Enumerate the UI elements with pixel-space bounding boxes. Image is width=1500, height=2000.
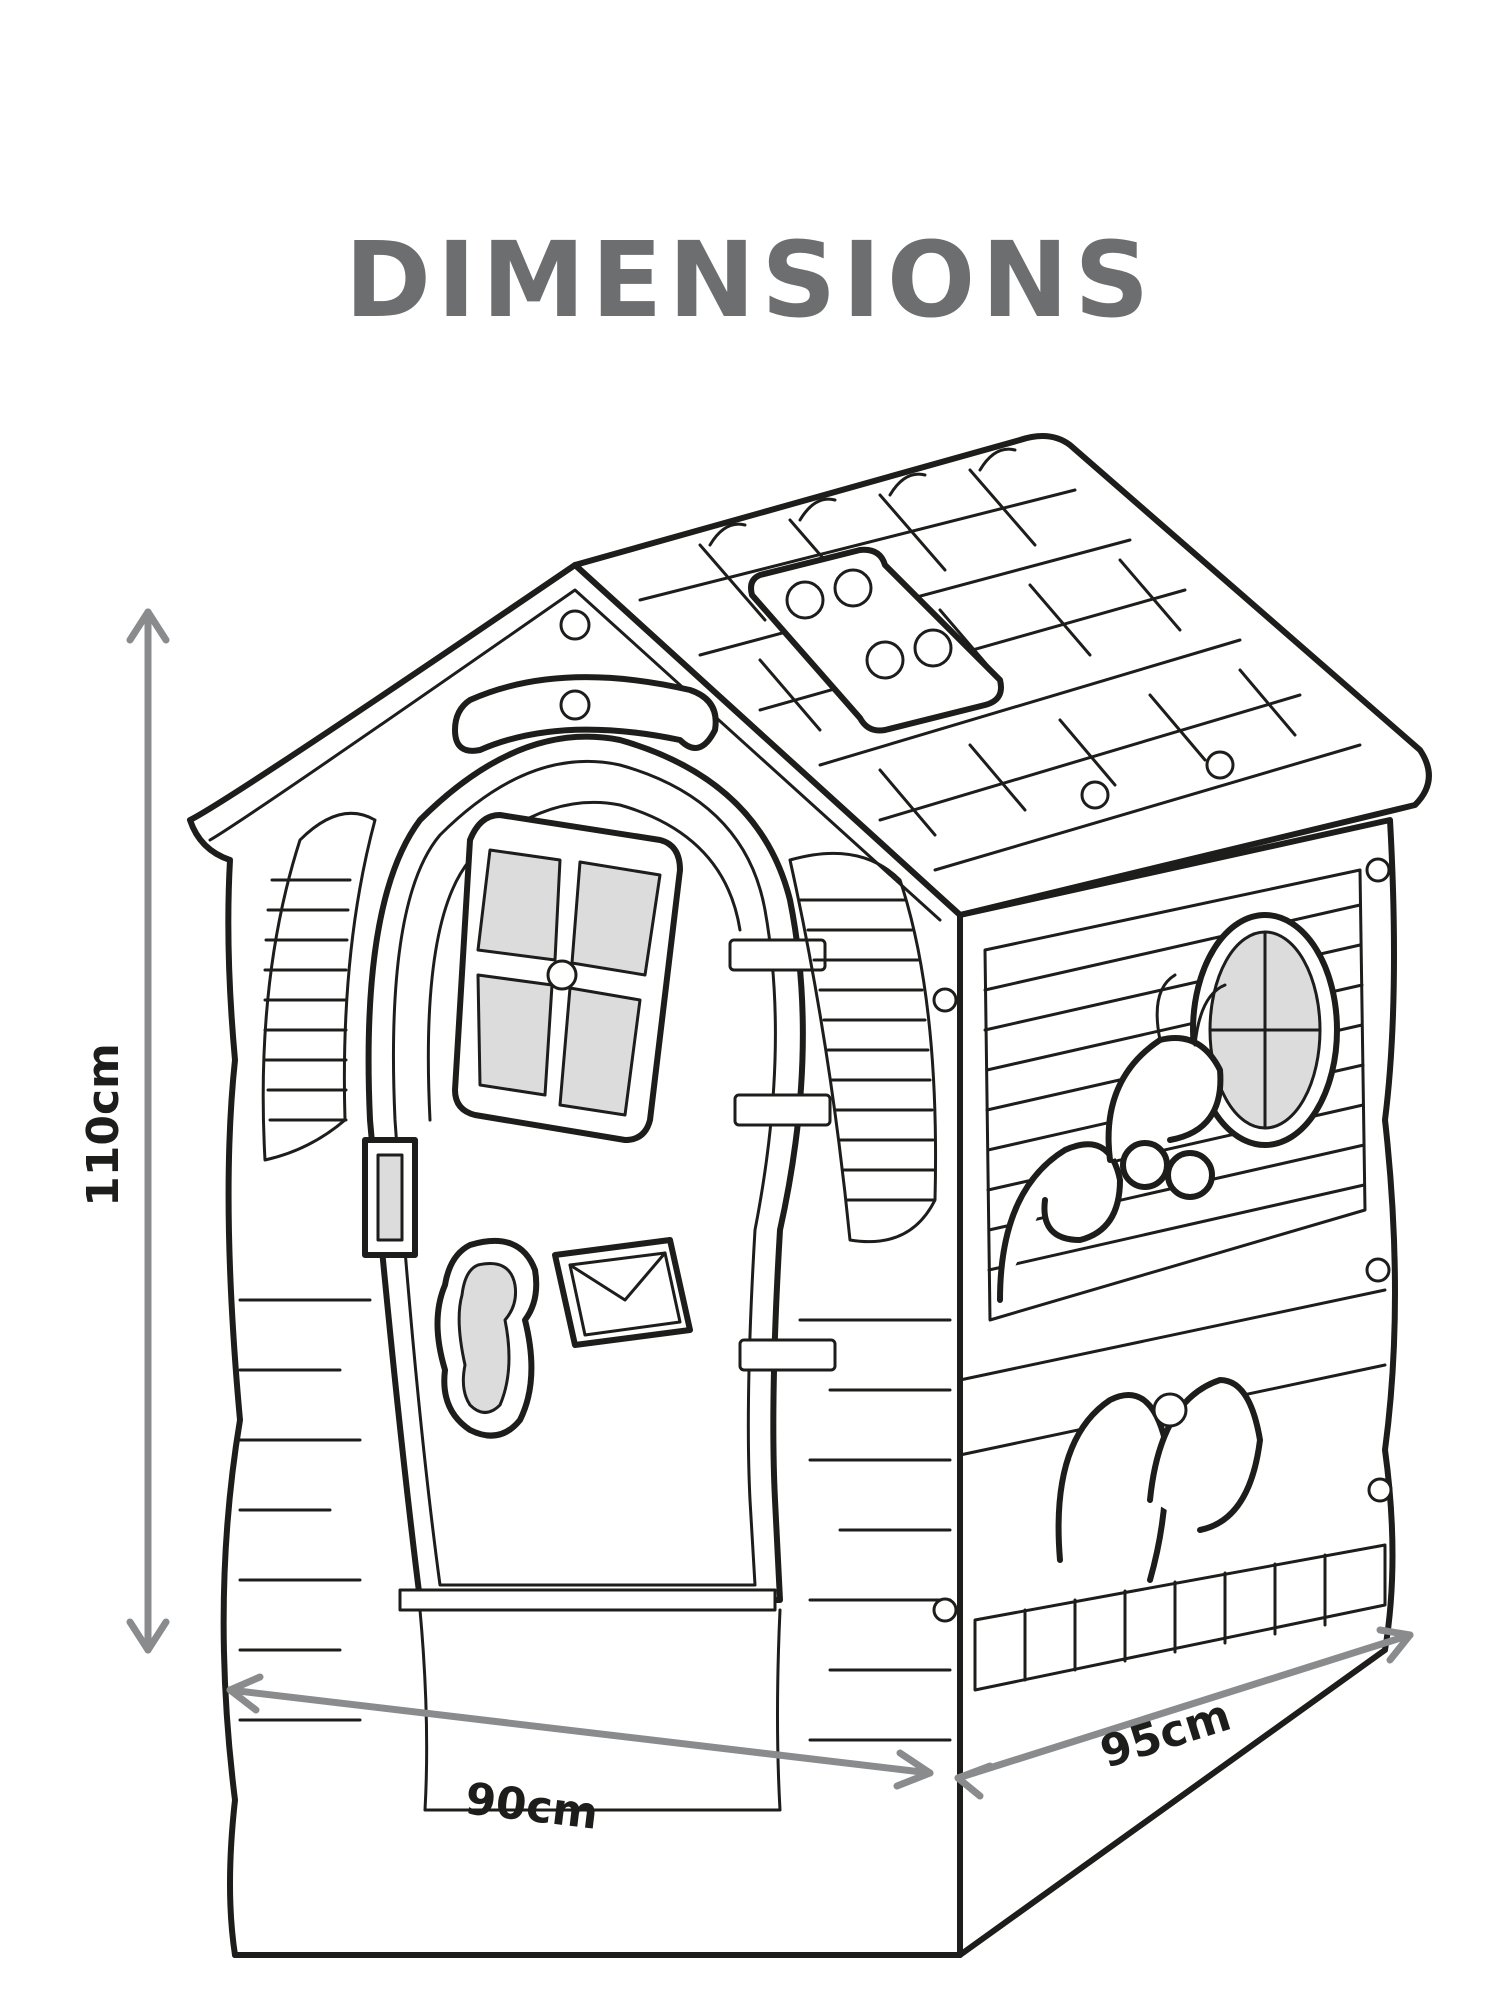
width-arrow [226,1673,934,1790]
door-handle [362,1137,418,1258]
playhouse-illustration [187,433,1432,1958]
height-arrow [126,608,170,1654]
side-oval-window [1190,912,1340,1148]
door-hinges [728,938,837,1372]
door [362,733,837,1612]
keyhole-icon [434,1237,540,1439]
roof-vent [748,546,1004,734]
depth-arrow [954,1626,1414,1800]
envelope-icon [552,1237,693,1348]
left-siding [261,811,377,1162]
side-wall [932,817,1398,1958]
door-window [452,812,683,1143]
cat-decoration [1055,1377,1263,1583]
height-label: 110cm [78,1043,129,1207]
page-title: DIMENSIONS [344,219,1156,341]
side-bolts [932,857,1393,1623]
right-siding [788,851,938,1244]
snail-decoration [997,973,1227,1303]
roof [572,433,1432,918]
roof-bolts [1080,750,1235,810]
front-bricks [238,1298,952,1812]
